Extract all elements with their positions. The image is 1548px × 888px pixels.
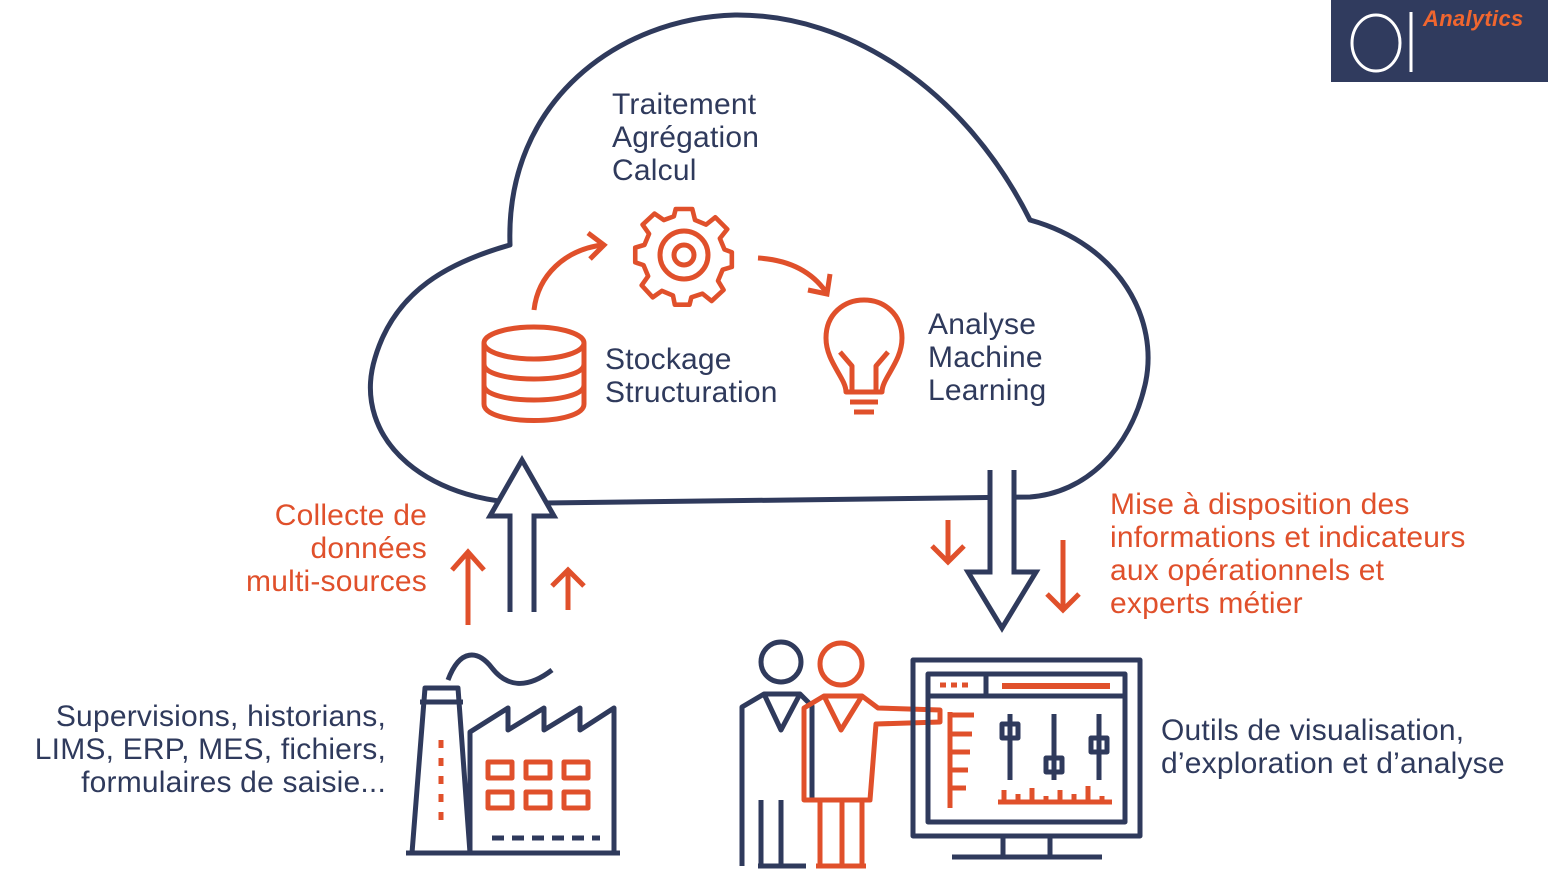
storage-label-2: Structuration xyxy=(605,376,778,409)
sources-label-1: Supervisions, historians, xyxy=(55,700,386,733)
analysis-label-3: Learning xyxy=(928,374,1047,407)
analysis-label-1: Analyse xyxy=(928,308,1037,341)
tools-labels: Outils de visualisation, d’exploration e… xyxy=(1161,714,1505,780)
tools-label-2: d’exploration et d’analyse xyxy=(1161,747,1505,780)
collect-label-2: données xyxy=(310,532,427,565)
small-arrow-up-left xyxy=(450,548,486,625)
processing-label-1: Traitement xyxy=(612,88,757,121)
arrow-down-icon xyxy=(963,470,1041,633)
sources-label-3: formulaires de saisie... xyxy=(81,766,386,799)
tools-label-1: Outils de visualisation, xyxy=(1161,714,1465,747)
cloud-icon xyxy=(367,12,1151,506)
collect-labels: Collecte de données multi-sources xyxy=(246,499,427,598)
analysis-labels: Analyse Machine Learning xyxy=(928,308,1046,407)
provide-label-2: informations et indicateurs xyxy=(1110,521,1466,554)
provide-labels: Mise à disposition des informations et i… xyxy=(1110,488,1466,620)
factory-icon xyxy=(406,652,620,856)
provide-label-3: aux opérationnels et xyxy=(1110,554,1385,587)
monitor-dashboard-icon xyxy=(910,657,1143,860)
lightbulb-icon xyxy=(823,297,905,415)
processing-label-2: Agrégation xyxy=(612,121,760,154)
sources-labels: Supervisions, historians, LIMS, ERP, MES… xyxy=(35,700,386,799)
logo-brand-text: Analytics xyxy=(1423,6,1524,31)
gear-icon xyxy=(632,206,735,307)
oi-analytics-logo: Analytics xyxy=(1331,0,1548,82)
collect-label-3: multi-sources xyxy=(246,565,427,598)
database-icon xyxy=(481,324,587,423)
sources-label-2: LIMS, ERP, MES, fichiers, xyxy=(34,733,386,766)
arrow-up-icon xyxy=(485,454,559,612)
processing-label-3: Calcul xyxy=(612,154,697,187)
small-arrow-down-right xyxy=(1045,540,1081,614)
oi-logo-mark xyxy=(1350,12,1413,73)
people-icon xyxy=(739,639,943,869)
storage-labels: Stockage Structuration xyxy=(605,343,778,409)
small-arrow-down-left xyxy=(930,520,966,566)
provide-label-1: Mise à disposition des xyxy=(1110,488,1410,521)
processing-labels: Traitement Agrégation Calcul xyxy=(612,88,759,187)
provide-label-4: experts métier xyxy=(1110,587,1303,620)
small-arrow-up-right xyxy=(550,566,586,610)
analysis-label-2: Machine xyxy=(928,341,1043,374)
collect-label-1: Collecte de xyxy=(274,499,427,532)
curved-arrow-right xyxy=(757,255,833,297)
curved-arrow-left xyxy=(531,231,608,311)
storage-label-1: Stockage xyxy=(605,343,732,376)
